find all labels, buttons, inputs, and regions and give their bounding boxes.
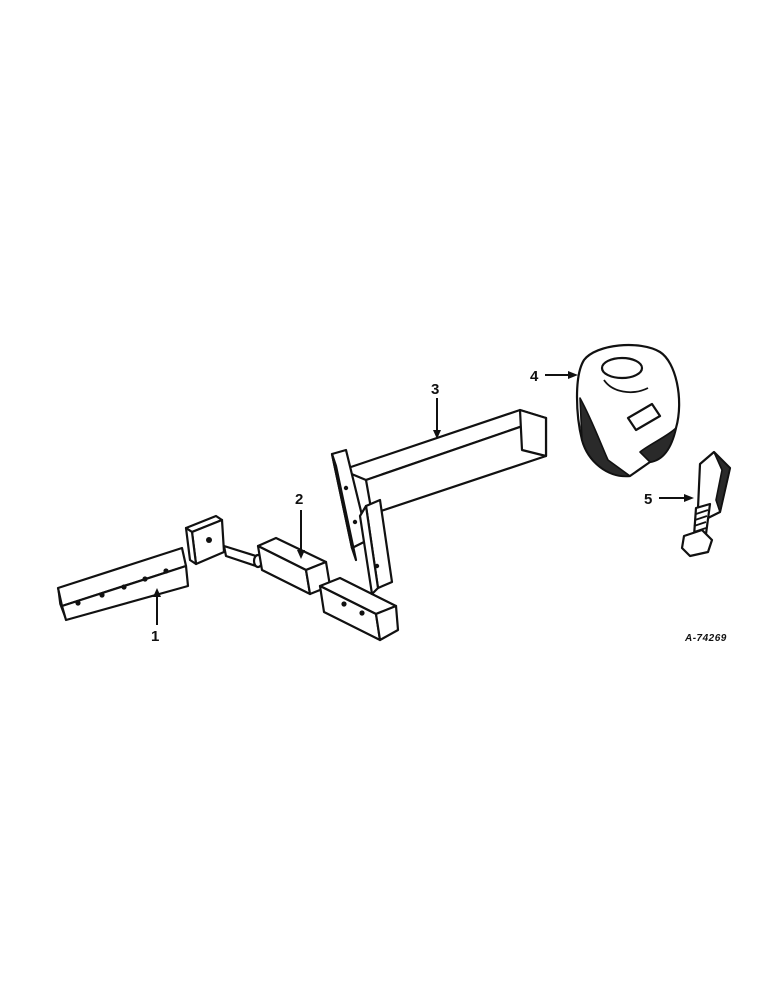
part-3-bracket (330, 408, 548, 596)
callout-3-arrow (433, 398, 441, 439)
callout-2-arrow (297, 510, 305, 559)
part-4-clamp (575, 343, 681, 478)
callout-5-arrow (659, 494, 694, 502)
part-2-bars (256, 536, 400, 642)
callout-2-label: 2 (295, 491, 303, 508)
callout-4-arrow (545, 371, 578, 379)
callout-3-label: 3 (431, 381, 439, 398)
reference-number: A-74269 (684, 633, 727, 644)
callout-1-label: 1 (151, 628, 159, 645)
callout-5-label: 5 (644, 491, 652, 508)
callout-4-label: 4 (530, 368, 539, 385)
part-5-bolt (680, 450, 732, 558)
part-1-bar (56, 514, 264, 622)
callout-1-arrow (153, 588, 161, 625)
